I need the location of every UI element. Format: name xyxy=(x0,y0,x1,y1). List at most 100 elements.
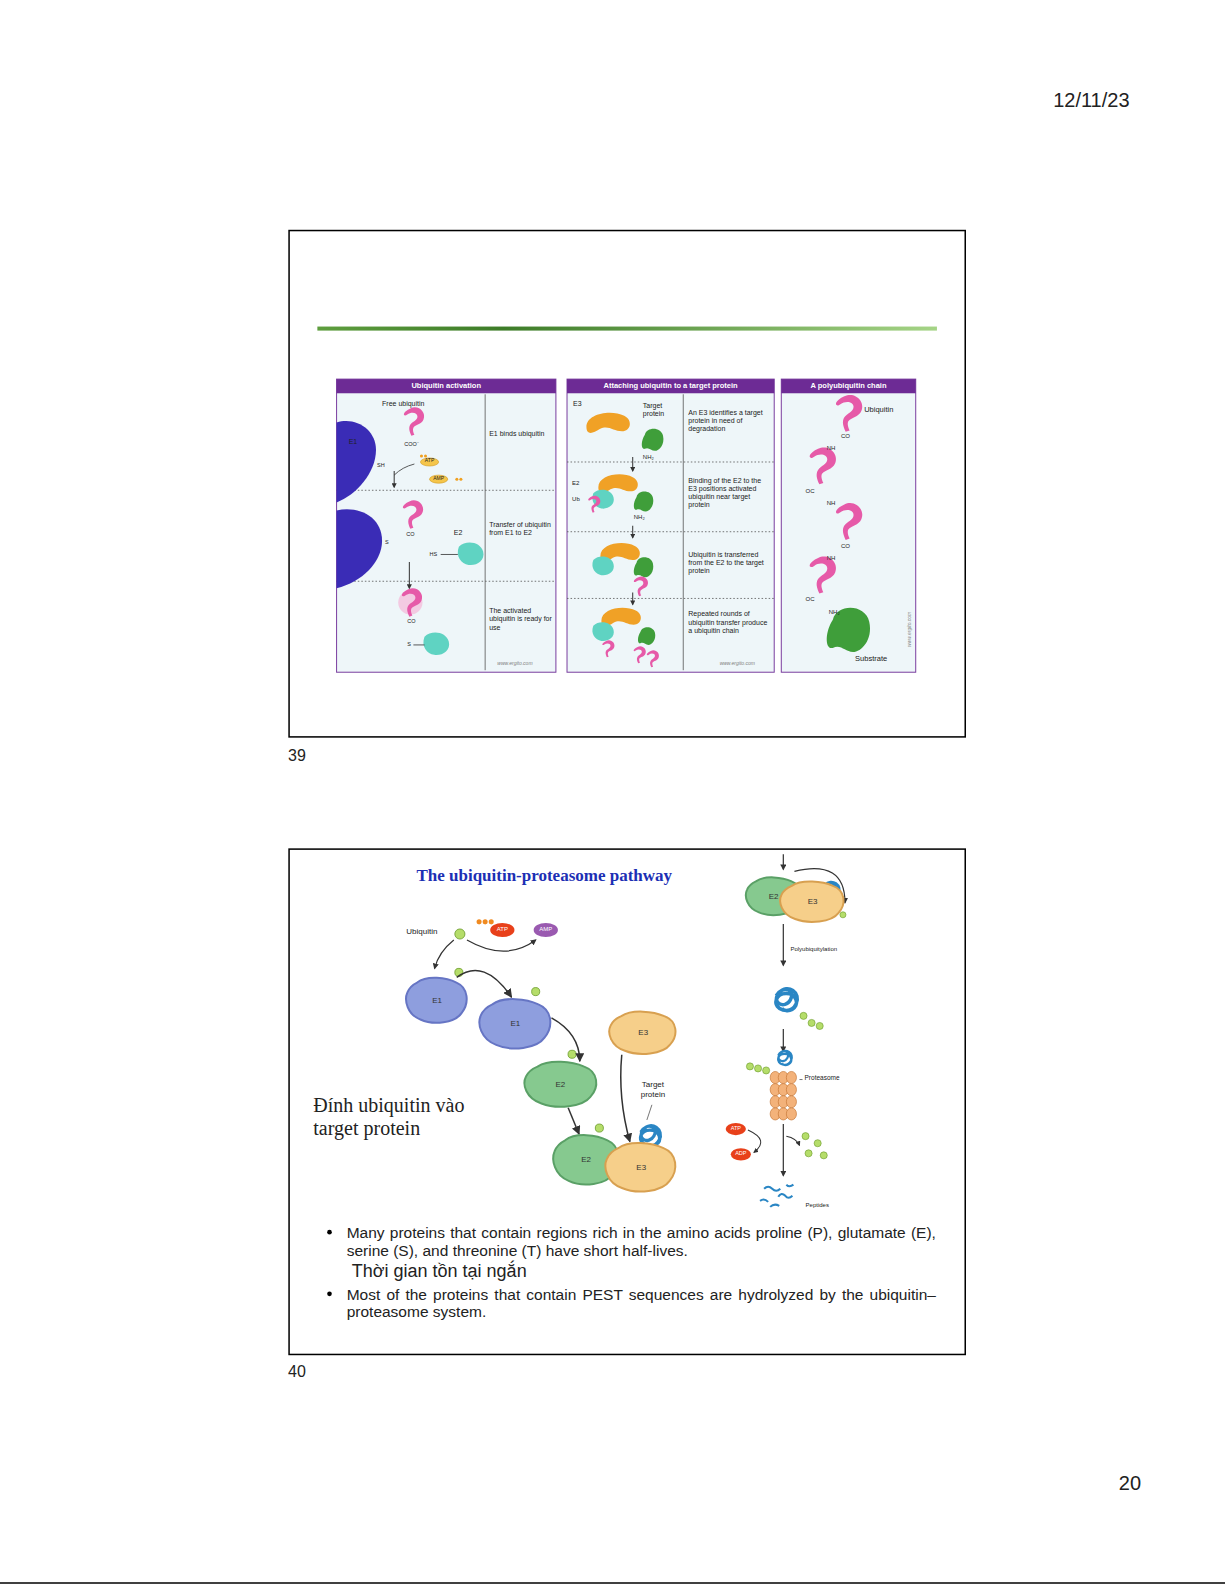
pathway-illustration xyxy=(455,929,465,939)
group-label: S xyxy=(407,641,411,647)
pathway-illustration xyxy=(820,1152,827,1159)
enzyme-label: E2 xyxy=(454,529,463,537)
pathway-illustration xyxy=(726,1123,746,1135)
pathway-illustration xyxy=(748,1130,761,1152)
slide-frame xyxy=(0,231,1225,1583)
pathway-illustration xyxy=(490,923,514,937)
pathway-illustration xyxy=(786,1108,796,1120)
slide-number: 39 xyxy=(288,747,306,765)
slide-frame xyxy=(289,231,965,737)
pathway-illustration xyxy=(778,1051,792,1065)
attachment-panel xyxy=(634,576,648,596)
watermark: www.ergito.com xyxy=(907,612,913,647)
pathway-illustration xyxy=(770,1205,779,1207)
group-label: NH xyxy=(827,445,836,452)
figure-label: Substrate xyxy=(855,655,887,664)
enzyme-blob: E3 xyxy=(778,879,847,924)
activation-panel xyxy=(337,379,556,672)
figure-panel: A polyubiquitin chain xyxy=(781,379,915,672)
pathway-illustration xyxy=(477,919,482,924)
step-description: Transfer of ubiquitin from E1 to E2 xyxy=(489,521,552,537)
molecule-label: ADP xyxy=(731,1150,751,1156)
panel-heading: A polyubiquitin chain xyxy=(781,382,915,391)
activation-panel xyxy=(413,644,424,645)
page-number: 20 xyxy=(1119,1472,1141,1495)
group-label: HS xyxy=(430,551,438,557)
pathway-illustration xyxy=(489,919,494,924)
pathway-illustration xyxy=(814,1140,821,1147)
pathway-illustration xyxy=(778,1194,792,1198)
group-label: CO xyxy=(407,618,415,624)
enzyme-name: E3 xyxy=(778,897,847,906)
attachment-panel xyxy=(638,627,655,645)
pathway-illustration xyxy=(770,1071,796,1120)
attachment-panel xyxy=(567,379,774,672)
figure-label: Target protein xyxy=(635,1080,671,1098)
pathway-arrow xyxy=(568,1108,579,1134)
attachment-panel xyxy=(586,413,629,433)
pathway-illustration xyxy=(467,940,536,951)
attachment-panel xyxy=(683,394,684,670)
enzyme-name: E2 xyxy=(522,1080,600,1089)
activation-panel xyxy=(420,458,438,466)
attachment-panel xyxy=(592,622,613,641)
activation-panel xyxy=(485,394,486,670)
enzyme-name: E1 xyxy=(477,1019,554,1028)
group-label: NH₂ xyxy=(643,454,654,461)
enzyme-label: E1 xyxy=(349,438,358,446)
pathway-illustration xyxy=(808,1019,815,1026)
pathway-illustration xyxy=(746,1063,753,1070)
molecule-label: ATP xyxy=(420,458,438,464)
activation-panel xyxy=(337,490,556,491)
date-header: 12/11/23 xyxy=(1053,89,1129,112)
pathway-illustration xyxy=(435,940,454,968)
pathway-arrow xyxy=(621,1055,630,1142)
slide-frame xyxy=(0,1582,1225,1584)
attachment-panel xyxy=(567,379,774,672)
group-label: CO xyxy=(406,531,414,537)
pathway-illustration xyxy=(786,1136,799,1145)
pathway-illustration xyxy=(647,1105,652,1120)
pathway-illustration xyxy=(595,1124,603,1132)
attachment-panel xyxy=(632,592,633,604)
pathway-illustration xyxy=(764,1187,780,1191)
pathway-illustration xyxy=(786,1071,796,1083)
pathway-illustration xyxy=(805,1150,812,1157)
step-description: The activated ubiquitin is ready for use xyxy=(489,607,552,631)
activation-panel xyxy=(337,379,556,672)
chain-panel xyxy=(810,557,836,594)
pathway-illustration xyxy=(786,1185,793,1187)
pathway-illustration xyxy=(755,1065,762,1072)
activation-panel xyxy=(458,542,484,565)
activation-panel xyxy=(402,588,422,616)
enzyme-name: E1 xyxy=(404,996,470,1005)
enzyme-blob: E1 xyxy=(477,996,554,1052)
enzyme-blob: E3 xyxy=(607,1009,679,1057)
figure-label: Ub xyxy=(572,496,580,503)
chain-panel xyxy=(827,608,870,652)
step-description: Binding of the E2 to the E3 positions ac… xyxy=(688,477,771,509)
pathway-illustration xyxy=(783,924,784,965)
pathway-illustration xyxy=(532,988,540,996)
chain-panel xyxy=(836,503,862,540)
attachment-panel xyxy=(634,492,653,512)
pathway-illustration xyxy=(783,1124,784,1176)
chain-panel xyxy=(810,447,836,484)
activation-panel xyxy=(394,464,414,475)
attachment-panel xyxy=(642,429,664,451)
enzyme-blob: E1 xyxy=(404,975,470,1026)
molecule-label: AMP xyxy=(534,926,558,933)
figure-panel: Ubiquitin activationE1 binds ubiquitinTr… xyxy=(337,379,556,672)
group-label: SH xyxy=(377,462,385,468)
activation-panel xyxy=(404,407,424,435)
panel-heading: Ubiquitin activation xyxy=(337,382,556,391)
activation-panel xyxy=(455,478,458,481)
molecule-label: ATP xyxy=(490,926,514,933)
pathway-illustration xyxy=(568,1050,576,1058)
chain-panel xyxy=(781,379,915,672)
group-label: NH xyxy=(827,500,836,507)
enzyme-name: E3 xyxy=(603,1163,679,1172)
slide-frame xyxy=(289,849,965,1354)
activation-panel xyxy=(424,454,427,457)
group-label: OC xyxy=(806,488,815,495)
